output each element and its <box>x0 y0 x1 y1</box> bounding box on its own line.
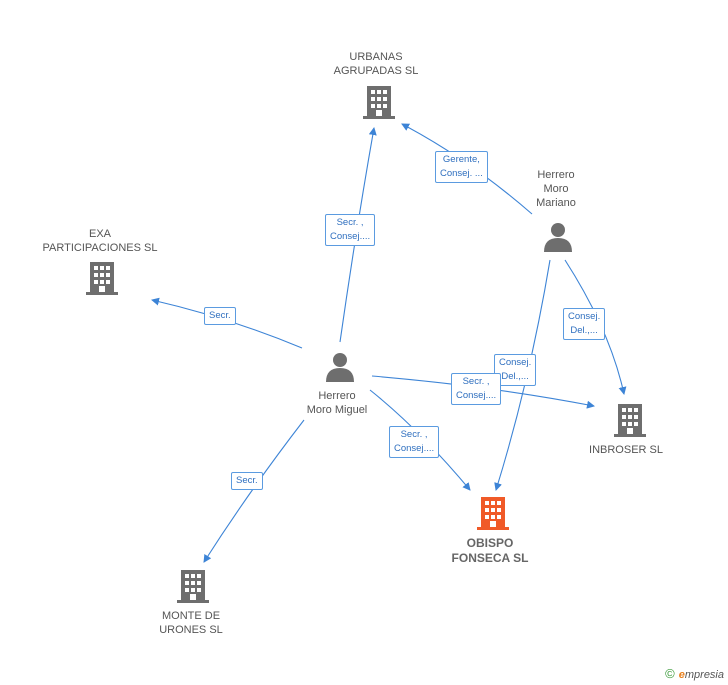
edge-label-miguel-monte[interactable]: Secr. <box>231 472 263 490</box>
building-icon-main[interactable] <box>477 497 509 530</box>
building-icon[interactable] <box>86 262 118 295</box>
node-label-exa[interactable]: EXA PARTICIPACIONES SL <box>30 227 170 255</box>
node-label-line: URONES SL <box>159 624 223 636</box>
node-label-urbanas[interactable]: URBANAS AGRUPADAS SL <box>306 50 446 78</box>
footer-brand: ©empresia <box>665 666 724 681</box>
node-label-line: Herrero <box>318 390 356 402</box>
node-label-line: URBANAS <box>349 51 403 63</box>
edge-label-line: Consej. <box>568 311 601 322</box>
node-label-line: Mariano <box>536 197 576 209</box>
edge-label-line: Secr. , <box>462 376 490 387</box>
node-label-line: INBROSER SL <box>589 444 663 456</box>
edge-label-line: Consej. <box>499 357 532 368</box>
node-label-herrero-miguel[interactable]: Herrero Moro Miguel <box>267 389 407 417</box>
brand-name: mpresia <box>684 669 724 681</box>
edge-label-miguel-exa[interactable]: Secr. <box>204 307 236 325</box>
edge-label-line: Secr. <box>209 310 231 321</box>
node-label-line: EXA <box>88 228 111 240</box>
person-icon[interactable] <box>326 353 354 382</box>
node-label-monte[interactable]: MONTE DE URONES SL <box>121 609 261 637</box>
node-label-inbroser[interactable]: INBROSER SL <box>556 443 696 457</box>
node-label-line: Moro <box>543 183 569 195</box>
node-label-line: FONSECA SL <box>451 551 529 565</box>
person-icon[interactable] <box>544 223 572 252</box>
brand-logo-e: e <box>678 669 685 681</box>
node-label-line: PARTICIPACIONES SL <box>42 242 158 254</box>
edge-label-line: Del.,... <box>570 325 598 336</box>
edge-label-mariano-urbanas[interactable]: Gerente, Consej. ... <box>435 151 488 183</box>
node-label-line: AGRUPADAS SL <box>333 65 419 77</box>
edge-label-line: Consej. ... <box>440 168 483 179</box>
node-label-line: Herrero <box>537 169 575 181</box>
edge-label-line: Consej.... <box>394 443 435 454</box>
building-icon[interactable] <box>177 570 209 603</box>
edge-label-mariano-obispo[interactable]: Consej. Del.,... <box>494 354 537 386</box>
node-label-line: MONTE DE <box>161 610 221 622</box>
edge-label-line: Secr. , <box>336 217 364 228</box>
building-icon[interactable] <box>363 86 395 119</box>
edge-label-line: Consej.... <box>330 231 371 242</box>
edge-label-miguel-obispo[interactable]: Secr. , Consej.... <box>389 426 440 458</box>
edge-label-line: Secr. <box>236 475 258 486</box>
edge-label-line: Consej.... <box>456 390 497 401</box>
edge-miguel-monte <box>203 419 305 563</box>
copyright-icon: © <box>665 666 675 681</box>
edge-label-line: Del.,... <box>501 371 529 382</box>
building-icon[interactable] <box>614 404 646 437</box>
node-label-obispo[interactable]: OBISPO FONSECA SL <box>420 536 560 566</box>
node-label-line: Moro Miguel <box>306 404 368 416</box>
node-label-line: OBISPO <box>466 536 514 550</box>
edge-label-mariano-inbroser[interactable]: Consej. Del.,... <box>563 308 606 340</box>
edge-label-line: Secr. , <box>400 429 428 440</box>
edge-label-miguel-urbanas[interactable]: Secr. , Consej.... <box>325 214 376 246</box>
edge-label-miguel-inbroser[interactable]: Secr. , Consej.... <box>451 373 502 405</box>
edge-label-line: Gerente, <box>442 154 480 165</box>
node-label-herrero-mariano[interactable]: Herrero Moro Mariano <box>486 168 626 210</box>
